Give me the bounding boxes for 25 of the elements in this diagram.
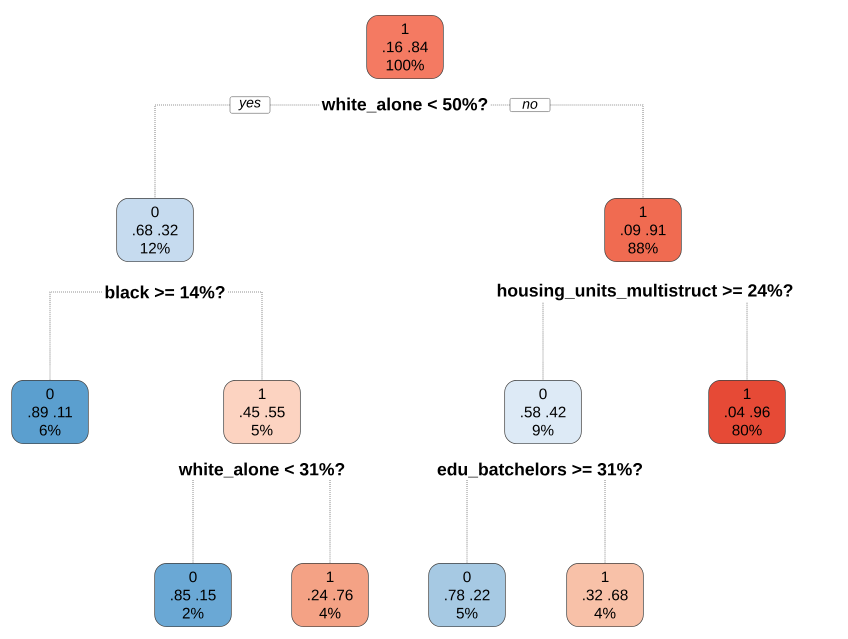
node-box: 1 .45 .55 5%: [223, 380, 301, 444]
node-box: 0 .58 .42 9%: [504, 380, 582, 444]
connector: [604, 480, 606, 564]
connector: [542, 302, 544, 380]
split-label: white_alone < 31%?: [178, 462, 344, 478]
edge-label: no: [510, 98, 550, 112]
node-box: 0 .89 .11 6%: [11, 380, 89, 444]
node-box: 1 .04 .96 80%: [708, 380, 786, 444]
connector: [50, 292, 102, 380]
edge-label: yes: [230, 96, 270, 114]
connector: [192, 480, 194, 564]
node-box: 1 .09 .91 88%: [604, 198, 682, 262]
connector: [746, 302, 748, 380]
node-box: 0 .78 .22 5%: [428, 562, 506, 628]
connector: [466, 480, 468, 564]
node-box: 0 .85 .15 2%: [154, 562, 232, 628]
connector: [228, 292, 262, 380]
node-box: 0 .68 .32 12%: [116, 198, 194, 262]
split-label: black >= 14%?: [106, 286, 225, 298]
split-label: edu_batchelors >= 31%?: [438, 462, 642, 478]
node-box: 1 .16 .84 100%: [366, 14, 444, 80]
node-box: 1 .32 .68 4%: [566, 562, 644, 628]
split-label: white_alone < 50%?: [322, 98, 488, 112]
node-box: 1 .24 .76 4%: [291, 562, 369, 628]
split-label: housing_units_multistruct >= 24%?: [498, 284, 792, 300]
